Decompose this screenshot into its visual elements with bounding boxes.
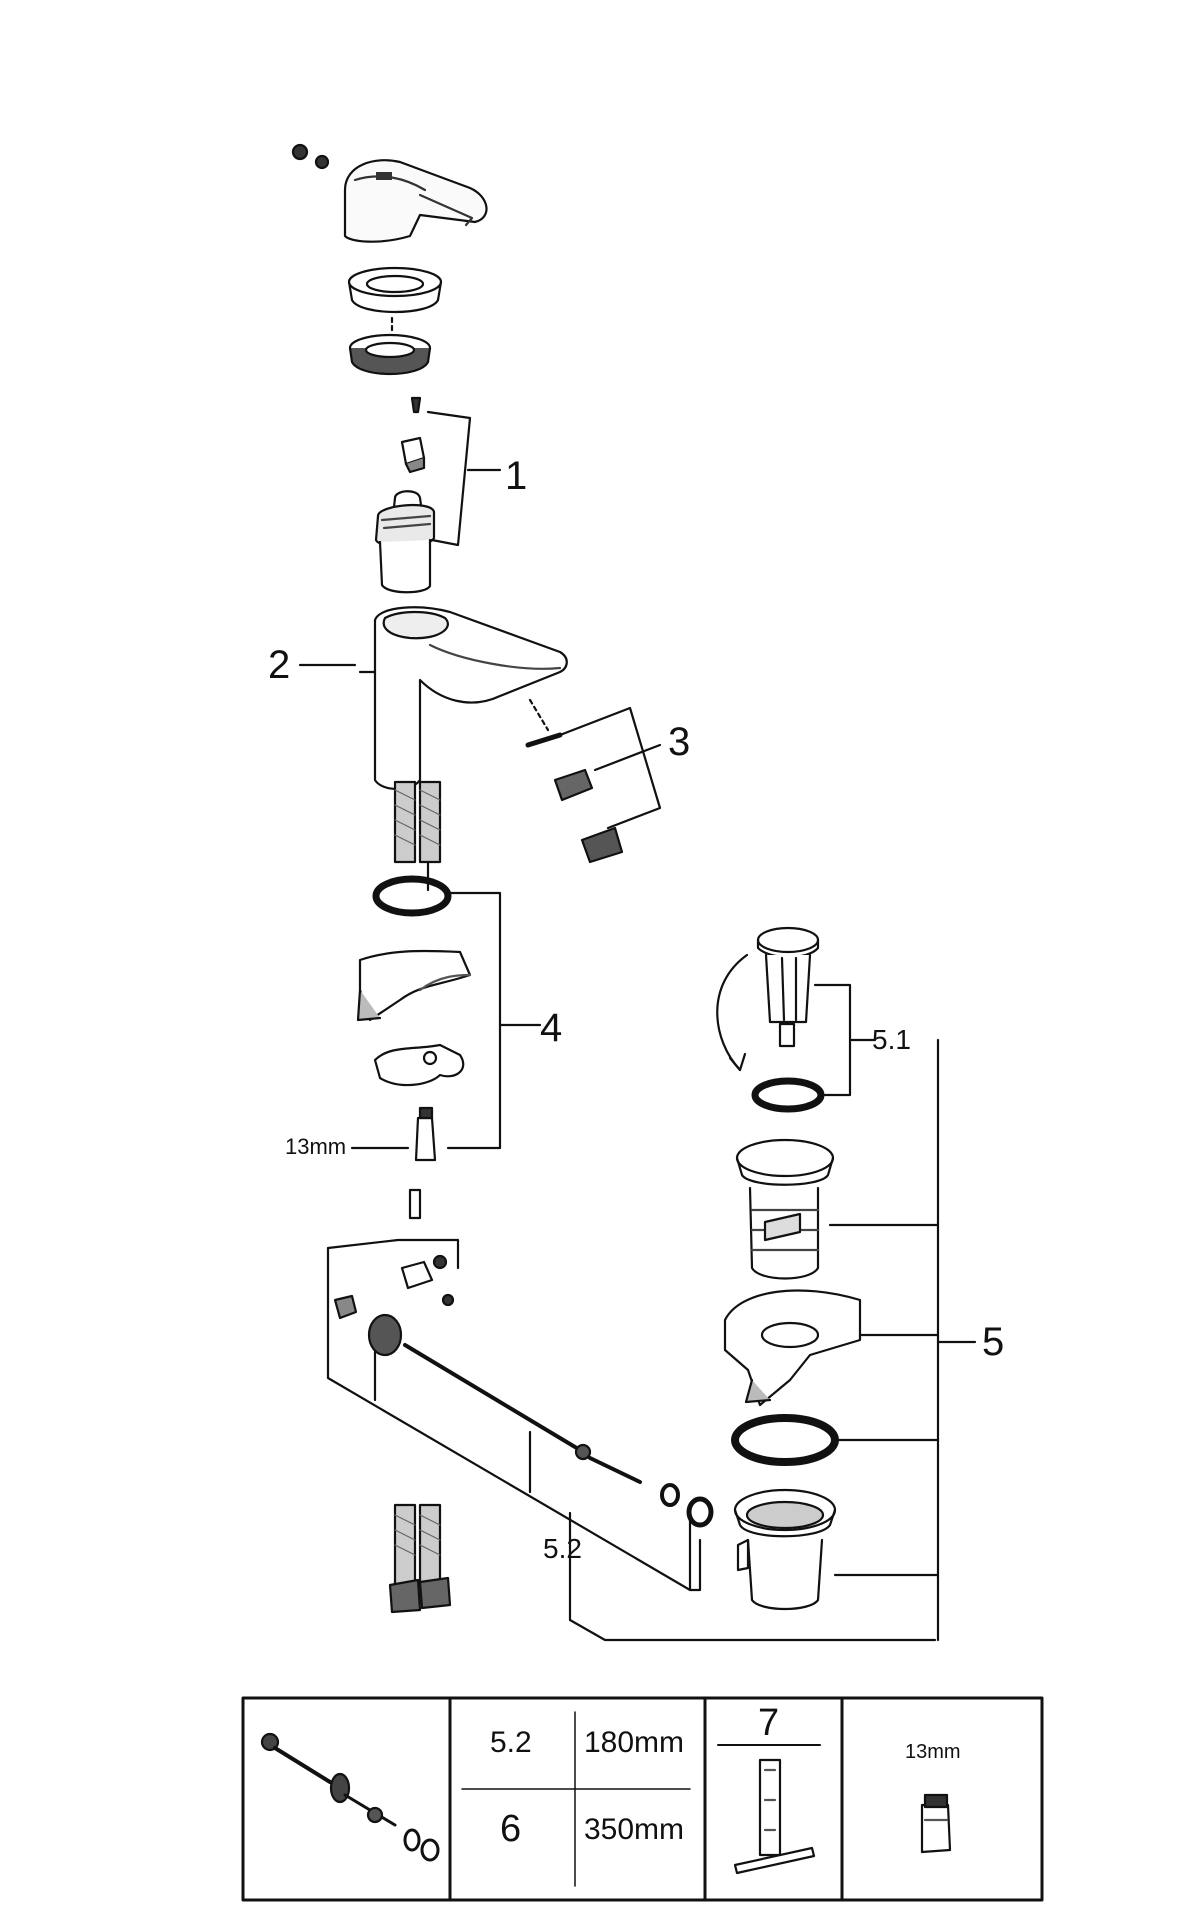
flexible-hoses-body [393, 780, 442, 892]
faucet-body [358, 606, 568, 791]
tool-7-icon [733, 1758, 816, 1875]
table-fitting-size: 13mm [905, 1741, 961, 1763]
fixing-ring [348, 333, 432, 376]
supply-hoses [388, 1503, 452, 1614]
callout-5-2: 5.2 [543, 1533, 582, 1564]
drain-seal [731, 1414, 839, 1466]
table-row1-length: 180mm [584, 1726, 685, 1759]
wrench-size-label: 13mm [285, 1134, 347, 1159]
info-table [241, 1696, 1044, 1902]
bracket-3 [558, 706, 662, 830]
callout-1: 1 [505, 454, 528, 498]
seal-5-1 [751, 1077, 825, 1113]
bracket-5-2 [326, 1238, 937, 1642]
drain-nut [733, 1488, 837, 1610]
table-row2-length: 350mm [584, 1813, 685, 1846]
cartridge-set [374, 396, 436, 594]
drain-body [735, 1138, 835, 1280]
bracket-4 [446, 891, 542, 1150]
hex-fitting-icon [920, 1793, 952, 1854]
linkage-rod-icon [260, 1732, 440, 1862]
bracket-1 [426, 410, 502, 547]
table-row2-code: 6 [500, 1808, 522, 1850]
table-tool-number: 7 [758, 1702, 780, 1744]
bracket-5-1 [813, 983, 877, 1097]
bracket-5 [828, 1038, 977, 1642]
popup-plug [716, 926, 820, 1072]
popup-linkage [333, 1188, 714, 1528]
callout-3: 3 [668, 720, 691, 764]
lever-handle [291, 143, 488, 243]
mounting-set [356, 875, 472, 1162]
callout-2: 2 [268, 643, 291, 687]
callout-5-1: 5.1 [872, 1024, 911, 1055]
aerator-set [525, 698, 624, 864]
table-row1-code: 5.2 [490, 1726, 532, 1759]
callout-5: 5 [982, 1320, 1005, 1364]
cover-cap [347, 266, 443, 314]
callout-4: 4 [540, 1006, 563, 1050]
drain-basin-cut [723, 1289, 862, 1407]
